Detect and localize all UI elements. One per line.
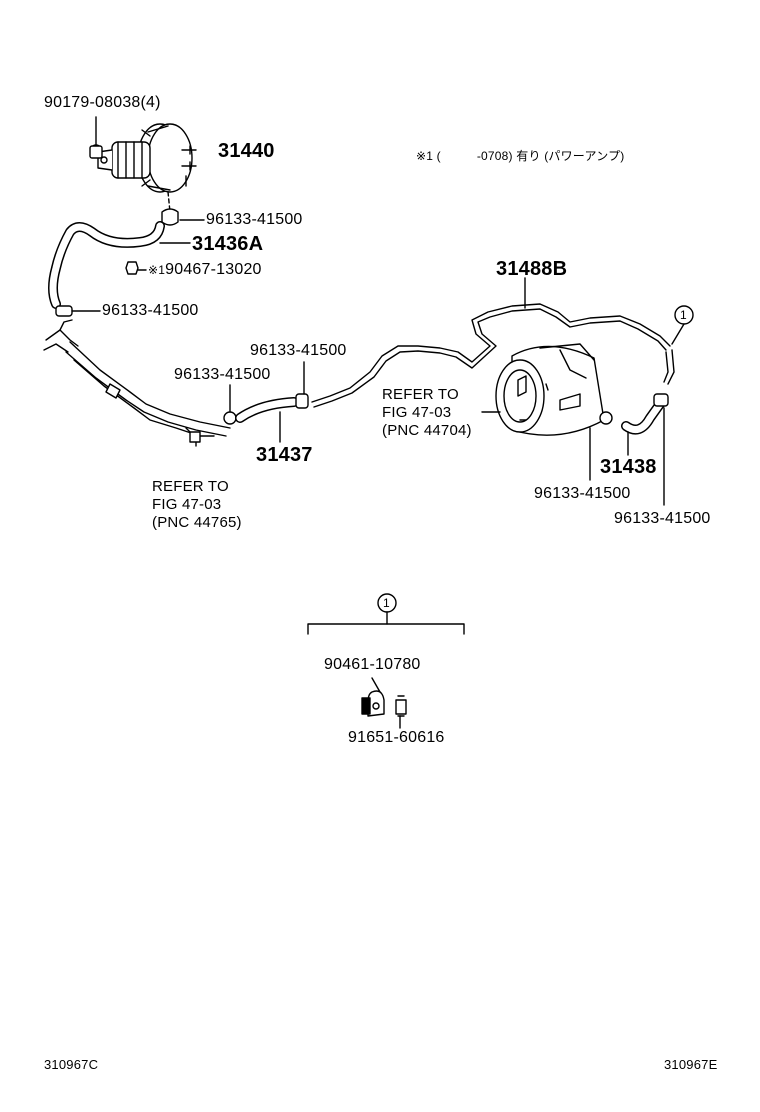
footer-code-left: 310967C xyxy=(44,1057,99,1072)
label-90467-text: 90467-13020 xyxy=(165,261,262,278)
hose-31437 xyxy=(235,397,299,423)
pipe-assembly-left xyxy=(43,319,231,447)
marker-note-1: ※1 xyxy=(148,263,166,277)
clamp-left xyxy=(55,305,101,317)
refer-block-44704: REFER TO FIG 47-03 (PNC 44704) xyxy=(382,386,472,440)
label-96133-41500-b: 96133-41500 xyxy=(102,302,199,319)
refer-line-2: FIG 47-03 xyxy=(382,404,452,421)
callout-number-top: 1 xyxy=(680,308,687,322)
refer-line-3: (PNC 44704) xyxy=(382,422,472,439)
clamp-31438-left xyxy=(589,411,613,481)
label-31436A: 31436A xyxy=(192,233,264,255)
label-90179-08038: 90179-08038(4) xyxy=(44,94,161,111)
pipe-31488B xyxy=(311,303,675,408)
label-90467-13020: ※190467-13020 xyxy=(148,261,262,279)
clamp-top xyxy=(161,208,179,226)
fitting-90467 xyxy=(125,261,147,275)
callout-number-bottom: 1 xyxy=(383,596,390,610)
note-applicability: ※1 ( -0708) 有り (パワーアンプ) xyxy=(416,149,625,163)
refer-line-1: REFER TO xyxy=(382,386,459,403)
callout-group-bottom xyxy=(307,593,465,635)
callout-circle-top xyxy=(671,305,694,345)
label-96133-41500-c: 96133-41500 xyxy=(250,342,347,359)
label-91651-60616: 91651-60616 xyxy=(348,729,445,746)
label-96133-41500-a: 96133-41500 xyxy=(206,211,303,228)
note-prefix: ※1 ( xyxy=(416,149,441,163)
bolt-91651 xyxy=(395,695,407,729)
footer-code-right: 310967E xyxy=(664,1057,718,1072)
nut-90179 xyxy=(89,116,103,159)
refer-line-2: FIG 47-03 xyxy=(152,496,222,513)
clamp-31437-right xyxy=(295,361,309,409)
brake-booster-31440 xyxy=(90,123,197,213)
clamp-31437-left xyxy=(223,384,237,425)
refer-block-44765: REFER TO FIG 47-03 (PNC 44765) xyxy=(152,478,242,532)
refer-line-1: REFER TO xyxy=(152,478,229,495)
hose-31436A xyxy=(48,221,165,309)
label-96133-41500-f: 96133-41500 xyxy=(614,510,711,527)
label-90461-10780: 90461-10780 xyxy=(324,656,421,673)
label-31440: 31440 xyxy=(218,140,275,162)
label-96133-41500-d: 96133-41500 xyxy=(174,366,271,383)
label-31437: 31437 xyxy=(256,444,313,466)
label-31488B: 31488B xyxy=(496,258,568,280)
note-suffix: -0708) 有り (パワーアンプ) xyxy=(476,149,625,163)
label-96133-41500-e: 96133-41500 xyxy=(534,485,631,502)
canister xyxy=(495,343,605,436)
clamp-90461 xyxy=(361,677,385,717)
label-31438: 31438 xyxy=(600,456,657,478)
hose-31438 xyxy=(621,399,665,435)
refer-line-3: (PNC 44765) xyxy=(152,514,242,531)
clamp-31438-right xyxy=(653,393,669,506)
